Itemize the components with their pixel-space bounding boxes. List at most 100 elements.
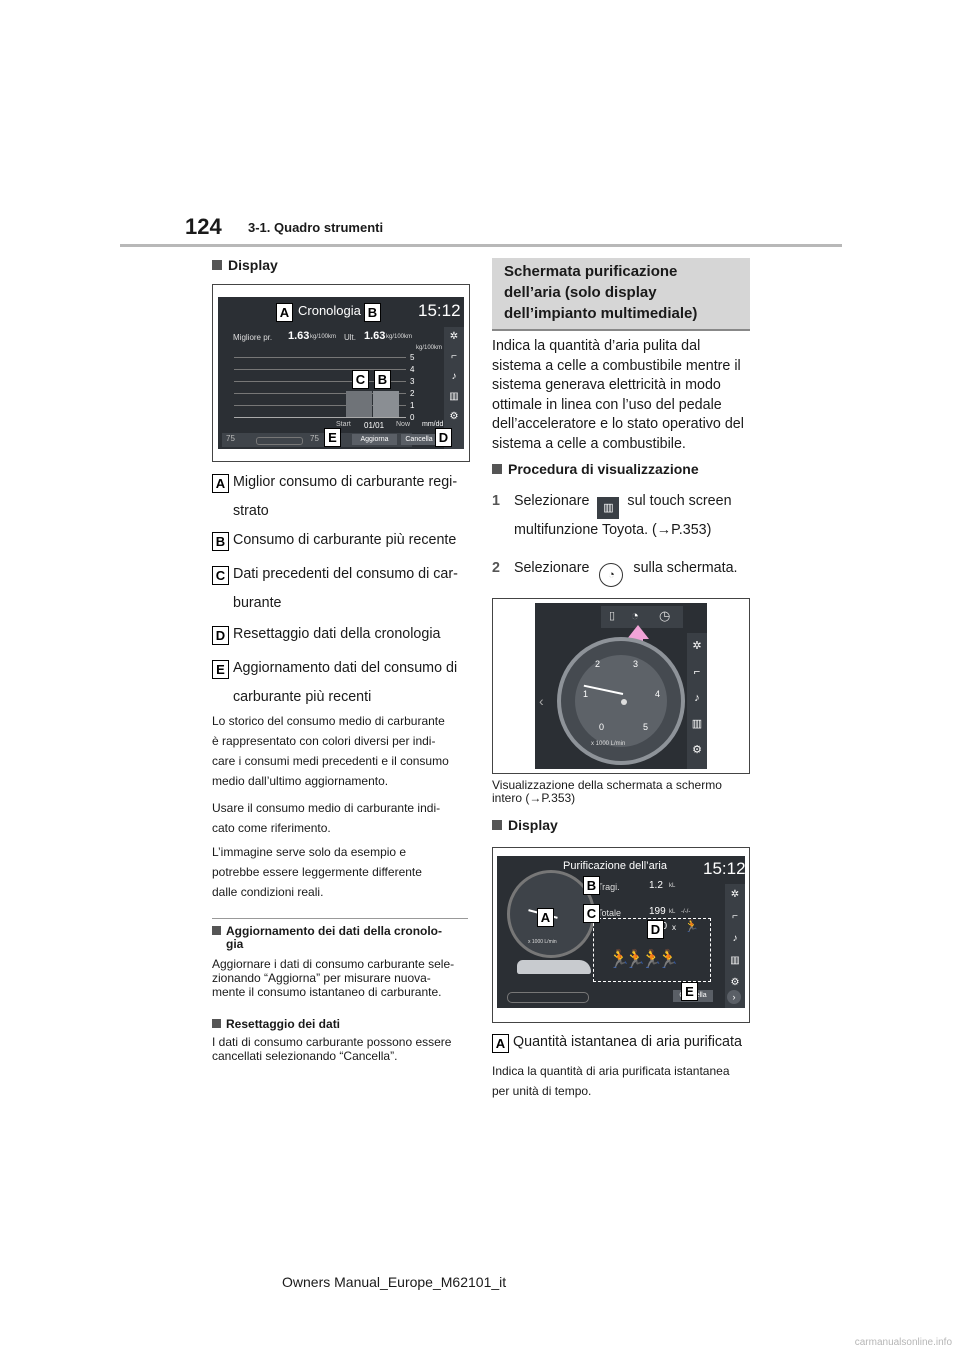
section-title: 3-1. Quadro strumenti bbox=[248, 220, 384, 235]
baseline bbox=[234, 417, 406, 418]
gridline bbox=[234, 405, 406, 406]
cancel-button[interactable]: Cancella bbox=[401, 434, 437, 445]
gear-icon[interactable]: ⚙ bbox=[449, 411, 459, 422]
square-bullet-icon bbox=[212, 260, 222, 270]
seat-icon[interactable]: ⌐ bbox=[451, 351, 457, 362]
slider-track bbox=[507, 992, 589, 1003]
history-screen-frame: Cronologia 15:12 Migliore pr. 1.63 kg/10… bbox=[212, 284, 470, 462]
tick-label: 3 bbox=[633, 659, 639, 669]
trip-value: 1.2 bbox=[649, 880, 663, 891]
gauge-icon[interactable]: ◔ bbox=[631, 608, 639, 623]
clock-icon[interactable]: ◷ bbox=[659, 608, 671, 623]
best-value: 1.63 bbox=[288, 330, 310, 342]
screen-time: 15:12 bbox=[418, 301, 461, 320]
update-button[interactable]: Aggiorna bbox=[352, 434, 397, 445]
air-screen-frame: Purificazione dell’aria 15:12 x 1000 L/m… bbox=[492, 847, 750, 1023]
sub-text-reset: I dati di consumo carburante possono ess… bbox=[212, 1035, 452, 1063]
trip-unit: kL bbox=[669, 883, 676, 889]
total-date: -/-/- bbox=[681, 909, 691, 915]
air-screen: Purificazione dell’aria 15:12 x 1000 L/m… bbox=[497, 856, 745, 1008]
screen-title: Purificazione dell’aria bbox=[563, 860, 667, 872]
square-bullet-icon bbox=[492, 820, 502, 830]
callout-c: C bbox=[352, 370, 369, 389]
sub-text-update: Aggiornare i dati di consumo carburante … bbox=[212, 957, 455, 999]
side-icon-strip: ✲ ⌐ ♪ ▥ ⚙ bbox=[444, 327, 464, 449]
tick-label: 2 bbox=[595, 659, 601, 669]
last-value: 1.63 bbox=[364, 330, 386, 342]
gridline bbox=[234, 357, 406, 358]
fan-icon[interactable]: ✲ bbox=[730, 889, 740, 900]
tick-label: 4 bbox=[655, 689, 661, 699]
total-value: 199 bbox=[649, 906, 666, 917]
callout-b2: B bbox=[374, 370, 391, 389]
chevron-right-icon[interactable]: › bbox=[727, 990, 741, 1004]
x-format: mm/dd bbox=[422, 421, 444, 428]
gauge-screen-frame: ▯ ◔ ◷ 0 1 2 3 4 5 x 1000 L/min ‹ ✲ ⌐ ♪ ▥… bbox=[492, 598, 750, 774]
side-icon-strip: ✲ ⌐ ♪ ▥ ⚙ bbox=[687, 633, 707, 769]
paragraph-history: Lo storico del consumo medio di carburan… bbox=[212, 714, 449, 788]
x-start: Start bbox=[336, 421, 351, 428]
tab-bar: ▯ ◔ ◷ bbox=[601, 606, 683, 628]
total-unit: kL bbox=[669, 909, 676, 915]
best-unit: kg/100km bbox=[310, 334, 337, 340]
gauge-unit: x 1000 L/min bbox=[591, 741, 626, 747]
intro-paragraph: Indica la quantità d’aria pulita dal sis… bbox=[492, 338, 744, 452]
x-date: 01/01 bbox=[364, 421, 385, 430]
screen-title: Cronologia bbox=[298, 303, 361, 318]
footer: Owners Manual_Europe_M62101_it bbox=[282, 1274, 507, 1290]
chart-icon[interactable]: ▥ bbox=[730, 955, 740, 966]
display-heading-2: Display bbox=[492, 817, 558, 833]
gear-icon[interactable]: ⚙ bbox=[692, 744, 702, 756]
gauge-hub bbox=[621, 699, 627, 705]
runners-group-icon: 🏃🏃🏃🏃 bbox=[608, 949, 680, 969]
gridline bbox=[234, 393, 406, 394]
chart-icon[interactable]: ▥ bbox=[449, 391, 459, 402]
callout-e: E bbox=[681, 982, 698, 1001]
chevron-left-icon[interactable]: ‹ bbox=[539, 693, 544, 709]
tick-label: 5 bbox=[643, 722, 649, 732]
chart-icon: ▥ bbox=[597, 497, 620, 519]
step-1: 1 Selezionare ▥ sul touch screen bbox=[492, 492, 752, 519]
side-icon-strip: ✲ ⌐ ♪ ▥ ⚙ bbox=[725, 884, 745, 1008]
y-ticks: 5 4 3 2 1 0 bbox=[410, 353, 415, 422]
gauge-unit: x 1000 L/min bbox=[528, 939, 557, 945]
trip-label: Tragi. bbox=[597, 882, 620, 892]
chart-icon[interactable]: ▥ bbox=[691, 718, 703, 730]
battery-icon[interactable]: ▯ bbox=[609, 610, 616, 622]
runner-icon: 🏃 bbox=[684, 919, 699, 933]
total-label: Totale bbox=[597, 908, 622, 918]
last-label: Ult. bbox=[344, 333, 356, 342]
sub-heading-update: Aggiornamento dei dati della cronolo- gi… bbox=[212, 925, 442, 951]
gauge-icon: ◔ bbox=[599, 563, 624, 587]
paragraph-instant-air: Indica la quantità di aria purificata is… bbox=[492, 1064, 730, 1098]
watermark: carmanualsonline.info bbox=[854, 1337, 952, 1348]
music-icon[interactable]: ♪ bbox=[732, 933, 738, 944]
callout-a: A bbox=[537, 908, 554, 927]
divider bbox=[212, 918, 468, 919]
slider-track bbox=[256, 437, 303, 445]
step-2: 2 Selezionare ◔ sulla schermata. bbox=[492, 559, 738, 587]
right-number: 75 bbox=[310, 434, 319, 443]
seat-icon[interactable]: ⌐ bbox=[732, 911, 738, 922]
seat-icon[interactable]: ⌐ bbox=[693, 666, 701, 678]
fan-icon[interactable]: ✲ bbox=[692, 640, 702, 652]
music-icon[interactable]: ♪ bbox=[451, 371, 457, 382]
screen-time: 15:12 bbox=[703, 859, 745, 878]
square-bullet-icon bbox=[212, 1019, 221, 1028]
music-icon[interactable]: ♪ bbox=[694, 692, 700, 704]
procedure-heading: Procedura di visualizzazione bbox=[492, 461, 699, 477]
callout-a: A bbox=[276, 303, 293, 322]
tick-label: 1 bbox=[583, 689, 589, 699]
screen-caption: Visualizzazione della schermata a scherm… bbox=[492, 778, 722, 805]
gear-icon[interactable]: ⚙ bbox=[730, 977, 740, 988]
page-number: 124 bbox=[185, 214, 222, 239]
fan-icon[interactable]: ✲ bbox=[449, 331, 459, 342]
callout-d: D bbox=[435, 428, 452, 447]
x-now: Now bbox=[396, 421, 411, 428]
callout-e: E bbox=[324, 428, 341, 447]
square-bullet-icon bbox=[212, 926, 221, 935]
step-1-cont: multifunzione Toyota. (→P.353) bbox=[514, 522, 712, 538]
best-label: Migliore pr. bbox=[233, 333, 273, 342]
paragraph-reference: Usare il consumo medio di carburante ind… bbox=[212, 801, 441, 835]
previous-bar bbox=[346, 391, 372, 417]
